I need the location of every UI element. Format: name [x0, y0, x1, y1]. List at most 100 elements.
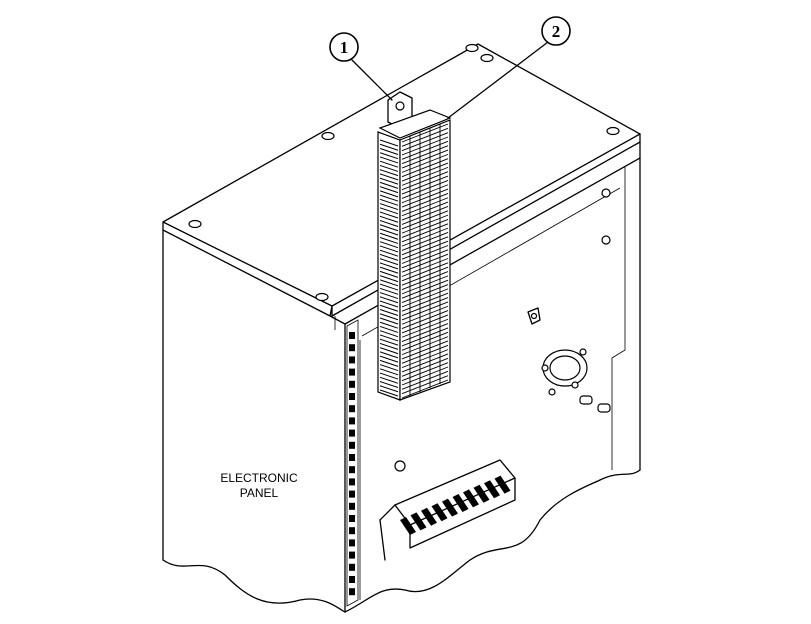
terminal-row-left	[379, 338, 399, 346]
terminal-row-left	[379, 279, 399, 287]
terminal-row-left	[379, 351, 399, 359]
terminal-row-left	[379, 347, 399, 355]
terminal-row-left	[379, 313, 399, 321]
terminal-row-left	[379, 262, 399, 270]
terminal-row-left	[379, 177, 399, 185]
vent-slat	[421, 507, 437, 526]
slot-mark	[349, 417, 355, 425]
vent-slat	[484, 480, 500, 499]
slot-mark	[349, 502, 355, 510]
terminal-row-left	[379, 207, 399, 215]
terminal-row-left	[379, 342, 399, 350]
vent-slats	[400, 475, 511, 535]
terminal-row-left	[379, 139, 399, 147]
vent-slat	[463, 489, 479, 508]
slot-mark	[349, 393, 355, 400]
terminal-row-left	[379, 220, 399, 227]
slot-marks	[349, 332, 355, 596]
terminal-row-left	[379, 359, 399, 367]
slot-mark	[349, 429, 355, 437]
terminal-rows	[379, 123, 449, 399]
slot-mark	[349, 563, 355, 571]
terminal-row-left	[379, 236, 399, 244]
terminal-row-left	[379, 275, 399, 283]
terminal-row-left	[379, 215, 399, 223]
terminal-row-left	[379, 355, 399, 363]
terminal-row-left	[379, 283, 399, 291]
terminal-row-left	[379, 321, 399, 329]
panel-label-line2: PANEL	[240, 486, 279, 500]
slot-mark	[349, 478, 355, 486]
terminal-row-left	[379, 364, 399, 372]
panel-label-line1: ELECTRONIC	[220, 471, 298, 485]
slot-mark	[349, 332, 355, 339]
terminal-row-left	[379, 292, 399, 300]
terminal-row-left	[379, 194, 399, 202]
terminal-row-left	[379, 228, 399, 236]
terminal-row-left	[379, 304, 399, 312]
terminal-row-left	[379, 389, 399, 397]
terminal-row-left	[379, 148, 399, 155]
slot-mark	[349, 405, 355, 413]
terminal-row-left	[379, 300, 399, 308]
terminal-row-left	[379, 385, 399, 393]
callout-1-label: 1	[340, 38, 349, 57]
slot-mark	[349, 466, 355, 474]
terminal-row-left	[379, 368, 399, 376]
terminal-row-left	[379, 203, 399, 211]
vent-slat	[442, 498, 458, 517]
vent-slat	[400, 517, 416, 535]
vent-slat	[494, 475, 511, 494]
terminal-row-left	[379, 164, 399, 172]
slot-mark	[349, 356, 355, 364]
terminal-row-left	[379, 152, 399, 160]
terminal-row-left	[379, 211, 399, 219]
slot-mark	[349, 441, 355, 449]
left-face-slots	[346, 319, 359, 607]
terminal-row-left	[379, 376, 399, 384]
terminal-row-left	[379, 270, 399, 278]
terminal-row-left	[379, 287, 399, 295]
callout-2: 2	[447, 16, 571, 119]
terminal-row-left	[379, 224, 399, 232]
slot-mark	[349, 368, 355, 376]
vent-grille	[379, 459, 516, 561]
slot-mark	[349, 515, 355, 522]
callout-2-label: 2	[552, 22, 561, 41]
terminal-row-left	[379, 309, 399, 316]
terminal-row-left	[379, 198, 399, 206]
terminal-row-left	[379, 245, 399, 253]
slot-mark	[349, 551, 355, 559]
terminal-row-left	[379, 160, 399, 168]
panel-label: ELECTRONIC PANEL	[220, 471, 298, 500]
slot-mark	[349, 576, 355, 583]
terminal-row-left	[379, 266, 399, 274]
terminal-row-left	[379, 143, 399, 151]
terminal-row-left	[379, 258, 399, 266]
vent-slat	[431, 503, 448, 522]
terminal-row-left	[379, 381, 399, 388]
terminal-row-left	[379, 181, 399, 189]
terminal-row-left	[379, 241, 399, 249]
terminal-row-left	[379, 169, 399, 177]
slot-mark	[349, 490, 355, 498]
vent-slat	[410, 512, 427, 531]
slot-mark	[349, 454, 355, 461]
terminal-row-left	[379, 253, 399, 261]
terminal-row-left	[379, 334, 399, 342]
vent-slat	[473, 484, 490, 503]
slot-mark	[349, 344, 355, 352]
vent-slat	[452, 494, 469, 512]
terminal-row-left	[379, 173, 399, 181]
terminal-row-left	[379, 372, 399, 380]
slot-mark	[349, 527, 355, 535]
terminal-row-left	[379, 190, 399, 198]
terminal-row-left	[379, 325, 399, 333]
terminal-row-left	[379, 296, 399, 304]
slot-mark	[349, 539, 355, 547]
right-face-hardware	[394, 188, 611, 472]
slot-mark	[349, 380, 355, 388]
terminal-row-left	[379, 249, 399, 257]
top-screws	[188, 43, 620, 302]
